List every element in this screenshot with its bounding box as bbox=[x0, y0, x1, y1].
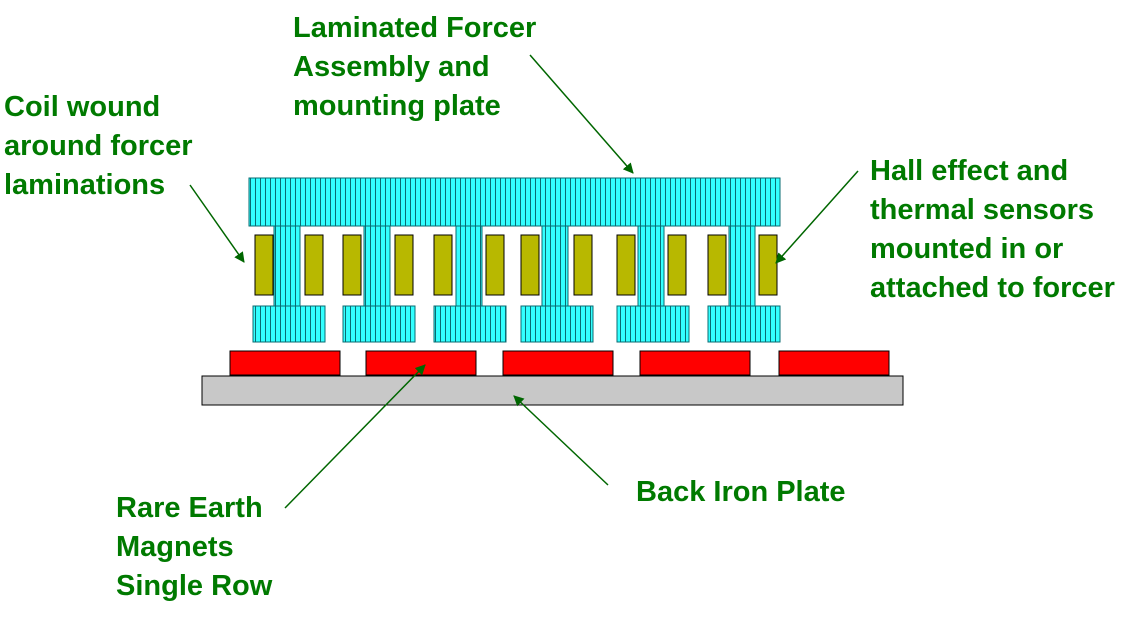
forcer-mounting-plate bbox=[248, 177, 781, 227]
label-line: Laminated Forcer bbox=[293, 12, 537, 44]
label-line: Back Iron Plate bbox=[636, 476, 846, 508]
label-laminated-forcer: Laminated Forcer Assembly and mounting p… bbox=[293, 9, 536, 126]
coil-block bbox=[485, 234, 505, 296]
coil-windings bbox=[254, 234, 778, 296]
forcer-tooth bbox=[616, 225, 690, 343]
coil-block bbox=[707, 234, 727, 296]
magnet-row bbox=[229, 350, 890, 376]
coil-block bbox=[616, 234, 636, 296]
tooth-stem bbox=[455, 225, 483, 307]
tooth-shoe bbox=[520, 305, 594, 343]
leader-line-coil bbox=[189, 184, 245, 263]
magnet bbox=[778, 350, 890, 376]
leader-line-back-iron bbox=[513, 395, 609, 486]
coil-block bbox=[304, 234, 324, 296]
magnet bbox=[365, 350, 477, 376]
tooth-stem bbox=[541, 225, 569, 307]
tooth-shoe bbox=[342, 305, 416, 343]
coil-block bbox=[394, 234, 414, 296]
forcer-teeth bbox=[252, 225, 781, 343]
magnet bbox=[502, 350, 614, 376]
coil-block bbox=[520, 234, 540, 296]
label-back-iron-plate: Back Iron Plate bbox=[636, 473, 846, 512]
leader-line-sensors bbox=[775, 170, 859, 264]
label-rare-earth-magnets: Rare Earth Magnets Single Row bbox=[116, 489, 272, 606]
leader-line-magnets bbox=[284, 364, 426, 509]
label-line: attached to forcer bbox=[870, 272, 1115, 304]
label-line: Magnets bbox=[116, 531, 234, 563]
label-line: mounted in or bbox=[870, 233, 1064, 265]
magnet bbox=[229, 350, 341, 376]
tooth-stem bbox=[728, 225, 756, 307]
forcer-tooth bbox=[342, 225, 416, 343]
tooth-shoe bbox=[616, 305, 690, 343]
coil-block bbox=[342, 234, 362, 296]
label-hall-effect-sensors: Hall effect and thermal sensors mounted … bbox=[870, 152, 1115, 308]
tooth-stem bbox=[273, 225, 301, 307]
label-line: Assembly and bbox=[293, 51, 490, 83]
label-coil-wound: Coil wound around forcer laminations bbox=[4, 88, 193, 205]
coil-block bbox=[254, 234, 274, 296]
label-line: laminations bbox=[4, 169, 166, 201]
coil-block bbox=[667, 234, 687, 296]
label-line: mounting plate bbox=[293, 90, 501, 122]
label-line: Coil wound bbox=[4, 91, 161, 123]
back-iron-plate bbox=[201, 375, 904, 406]
magnet bbox=[639, 350, 751, 376]
label-line: thermal sensors bbox=[870, 194, 1095, 226]
forcer-tooth bbox=[520, 225, 594, 343]
tooth-shoe bbox=[252, 305, 326, 343]
coil-block bbox=[433, 234, 453, 296]
leader-line-forcer bbox=[529, 54, 634, 174]
forcer-tooth bbox=[433, 225, 507, 343]
forcer-tooth bbox=[707, 225, 781, 343]
tooth-stem bbox=[363, 225, 391, 307]
coil-block bbox=[758, 234, 778, 296]
label-line: Hall effect and bbox=[870, 155, 1069, 187]
label-line: around forcer bbox=[4, 130, 193, 162]
label-line: Rare Earth bbox=[116, 492, 263, 524]
tooth-shoe bbox=[707, 305, 781, 343]
label-line: Single Row bbox=[116, 570, 273, 602]
tooth-shoe bbox=[433, 305, 507, 343]
tooth-stem bbox=[637, 225, 665, 307]
coil-block bbox=[573, 234, 593, 296]
forcer-tooth bbox=[252, 225, 326, 343]
leader-lines bbox=[189, 54, 859, 509]
